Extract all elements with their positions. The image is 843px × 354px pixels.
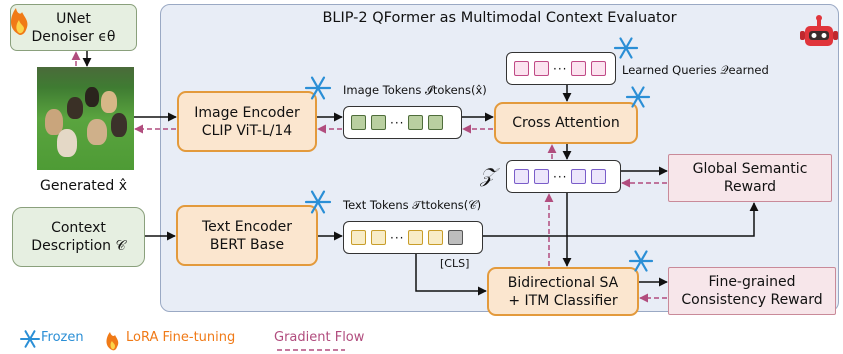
learned-queries-tokens: ··· bbox=[506, 52, 616, 85]
text-tokens-label: Text Tokens 𝒯ttokens(𝒞) bbox=[343, 198, 482, 212]
token-ellipsis: ··· bbox=[390, 230, 405, 245]
global-semantic-reward-box: Global Semantic Reward bbox=[668, 154, 832, 202]
text-token bbox=[371, 230, 386, 245]
query-token bbox=[534, 61, 549, 76]
text-token bbox=[408, 230, 424, 245]
fine-reward-line2: Consistency Reward bbox=[681, 292, 823, 308]
legend-snowflake-icon bbox=[20, 330, 40, 348]
image-token bbox=[428, 115, 444, 130]
global-reward-line2: Reward bbox=[723, 179, 777, 195]
context-line2: Description 𝒞 bbox=[31, 238, 126, 254]
image-token bbox=[371, 115, 386, 130]
bidirectional-line1: Bidirectional SA bbox=[507, 274, 619, 291]
image-token bbox=[408, 115, 424, 130]
z-token bbox=[514, 169, 529, 184]
z-output-tokens: ··· bbox=[506, 160, 621, 193]
image-encoder-line2: CLIP ViT-L/14 bbox=[201, 122, 293, 139]
cross-attention-box: Cross Attention bbox=[494, 102, 638, 144]
generated-image bbox=[37, 67, 134, 170]
z-token bbox=[571, 169, 587, 184]
token-ellipsis: ··· bbox=[390, 115, 405, 130]
global-reward-line1: Global Semantic bbox=[692, 161, 808, 177]
legend-lora: LoRA Fine-tuning bbox=[126, 330, 236, 345]
text-token bbox=[428, 230, 444, 245]
bidirectional-sa-box: Bidirectional SA + ITM Classifier bbox=[487, 267, 639, 316]
bidirectional-line2: + ITM Classifier bbox=[508, 292, 618, 309]
legend-frozen: Frozen bbox=[41, 330, 84, 345]
legend-gradient: Gradient Flow bbox=[274, 330, 365, 345]
unet-denoiser-box: UNet Denoiser ϵθ bbox=[10, 4, 137, 51]
query-token bbox=[591, 61, 607, 76]
query-token bbox=[514, 61, 529, 76]
cross-attention-label: Cross Attention bbox=[512, 115, 620, 131]
text-token bbox=[351, 230, 366, 245]
generated-label: Generated x̂ bbox=[40, 178, 128, 194]
token-ellipsis: ··· bbox=[553, 61, 568, 76]
query-token bbox=[571, 61, 587, 76]
text-encoder-line2: BERT Base bbox=[209, 236, 285, 253]
text-encoder-line1: Text Encoder bbox=[201, 218, 292, 235]
token-ellipsis: ··· bbox=[553, 169, 568, 184]
z-token bbox=[534, 169, 549, 184]
cls-token bbox=[448, 230, 464, 245]
image-tokens-bar: ··· bbox=[343, 106, 462, 139]
fine-grained-reward-box: Fine-grained Consistency Reward bbox=[668, 267, 836, 315]
cls-label: [CLS] bbox=[440, 257, 470, 270]
image-tokens-label: Image Tokens 𝓘tokens(x̂) bbox=[343, 83, 487, 97]
context-line1: Context bbox=[51, 220, 106, 236]
image-encoder-box: Image Encoder CLIP ViT-L/14 bbox=[177, 91, 317, 152]
image-token bbox=[351, 115, 366, 130]
z-label: 𝒵 bbox=[480, 163, 496, 187]
unet-line2: Denoiser ϵθ bbox=[31, 28, 116, 45]
z-token bbox=[591, 169, 607, 184]
image-encoder-line1: Image Encoder bbox=[194, 104, 300, 121]
unet-line1: UNet bbox=[56, 10, 91, 27]
panel-title: BLIP-2 QFormer as Multimodal Context Eva… bbox=[322, 10, 677, 26]
fine-reward-line1: Fine-grained bbox=[708, 274, 796, 290]
text-tokens-bar: ··· bbox=[343, 221, 483, 254]
legend-fire-icon bbox=[106, 332, 119, 351]
text-encoder-box: Text Encoder BERT Base bbox=[176, 205, 318, 266]
learned-queries-label: Learned Queries 𝒬earned bbox=[622, 63, 769, 77]
context-description-box: Context Description 𝒞 bbox=[12, 207, 145, 267]
